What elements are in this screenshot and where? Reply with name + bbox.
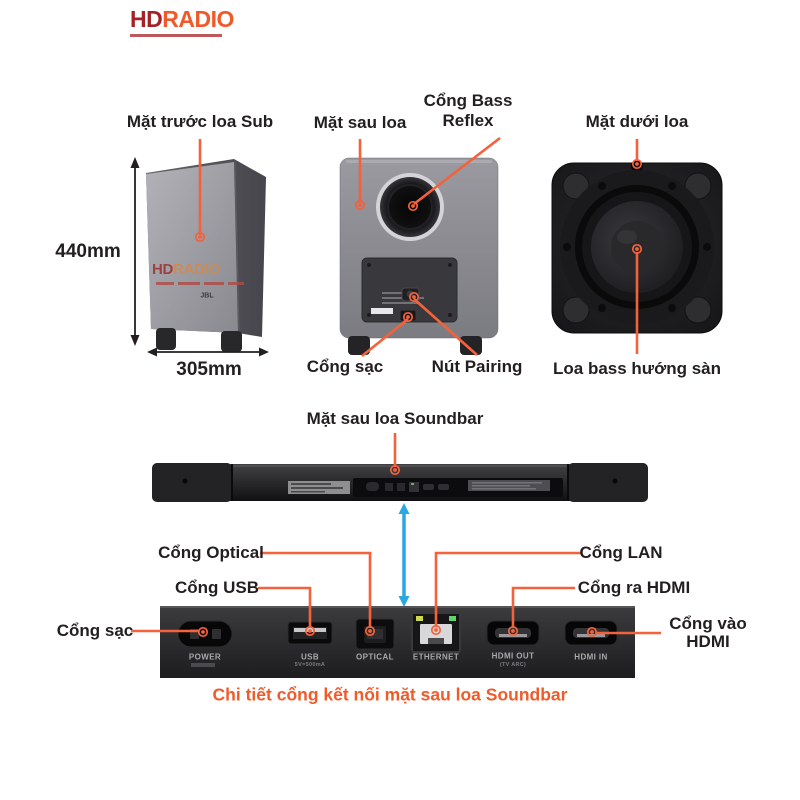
port-label-usb: USB	[300, 652, 320, 662]
watermark-tagline	[156, 282, 244, 285]
bottom-foot	[562, 172, 590, 200]
soundbar-endcap-right	[568, 463, 648, 502]
label-woofer: Loa bass hướng sàn	[553, 359, 721, 378]
power-port	[177, 620, 233, 667]
subwoofer-front-illustration	[146, 159, 266, 352]
marker	[631, 158, 643, 170]
label-sub-back: Mặt sau loa	[313, 113, 407, 132]
callout-power: Cổng sạc	[56, 621, 134, 640]
logo-radio: RADIO	[162, 6, 234, 32]
port-label-power: POWER	[188, 652, 222, 662]
marker	[430, 624, 442, 636]
watermark-radio: RADIO	[173, 261, 220, 278]
leader-hdmi-out	[511, 586, 575, 628]
port-label-ethernet: ETHERNET	[412, 652, 460, 662]
leader-pairing	[413, 298, 478, 356]
logo-tagline-bar	[130, 34, 222, 37]
label-height: 440mm	[55, 241, 121, 262]
logo-hd: HD	[130, 6, 163, 32]
subwoofer-back-illustration	[339, 157, 499, 355]
callout-hdmi-in-line2: HDMI	[686, 632, 730, 651]
sub-back-foot-right	[460, 336, 482, 355]
soundbar-illustration	[152, 463, 648, 502]
panel-sticker	[371, 308, 393, 314]
leader-lan	[434, 551, 581, 627]
marker	[631, 243, 643, 255]
callout-hdmi-in-line1: Cổng vào	[669, 614, 747, 633]
marker	[354, 199, 366, 211]
bottom-foot	[684, 172, 712, 200]
ports-caption: Chi tiết cổng kết nối mặt sau loa Soundb…	[212, 684, 568, 705]
marker	[586, 626, 598, 638]
usb-port	[287, 621, 333, 645]
marker	[389, 464, 401, 476]
bottom-foot	[562, 296, 590, 324]
leader-sub-charge	[361, 317, 409, 358]
leader-bass-reflex	[413, 136, 501, 206]
optical-port	[355, 618, 395, 650]
marker	[408, 291, 420, 303]
leader-lines	[131, 136, 661, 635]
port-label-optical: OPTICAL	[356, 652, 394, 662]
port-label-hdmi-in: HDMI IN	[574, 652, 608, 662]
ethernet-port	[411, 612, 461, 653]
site-logo: HDRADIO	[130, 8, 234, 37]
dimension-arrows	[130, 157, 269, 357]
sub-brand-logo: JBL	[200, 292, 214, 300]
zoom-scale-arrow	[398, 503, 410, 607]
bottom-foot	[684, 296, 712, 324]
sub-back-foot-left	[348, 336, 370, 355]
label-sub-front: Mặt trước loa Sub	[126, 112, 274, 131]
marker	[304, 625, 316, 637]
callout-optical: Cổng Optical	[158, 543, 264, 562]
label-width: 305mm	[176, 359, 242, 380]
port-label-usb-sub: 5V=500mA	[294, 662, 326, 668]
callout-hdmi-out: Cổng ra HDMI	[577, 578, 691, 597]
soundbar-endcap-left	[152, 463, 232, 502]
watermark-hd: HD	[152, 261, 174, 278]
watermark: HDRADIO	[152, 262, 220, 278]
leader-markers	[194, 158, 643, 638]
label-sub-bottom: Mặt dưới loa	[585, 112, 689, 131]
marker	[407, 200, 419, 212]
label-bass-reflex-line1: Cổng Bass	[423, 91, 513, 110]
leader-usb	[258, 586, 312, 628]
sub-front-foot-left	[156, 328, 176, 350]
leader-optical	[260, 551, 372, 628]
label-bass-reflex-line2: Reflex	[442, 111, 494, 130]
port-label-hdmi-out-sub: (TV ARC)	[499, 662, 527, 668]
label-soundbar-back: Mặt sau loa Soundbar	[306, 409, 484, 428]
sub-front-foot-right	[221, 331, 242, 352]
marker	[197, 626, 209, 638]
label-sub-charge: Cổng sạc	[306, 357, 384, 376]
marker	[194, 231, 206, 243]
port-label-hdmi-out: HDMI OUT	[491, 651, 535, 661]
marker	[507, 625, 519, 637]
callout-usb: Cổng USB	[174, 578, 260, 597]
label-pairing: Nút Pairing	[431, 357, 523, 376]
marker	[364, 625, 376, 637]
callout-lan: Cổng LAN	[579, 543, 663, 562]
ports-panel-illustration	[160, 606, 635, 678]
marker	[402, 311, 414, 323]
